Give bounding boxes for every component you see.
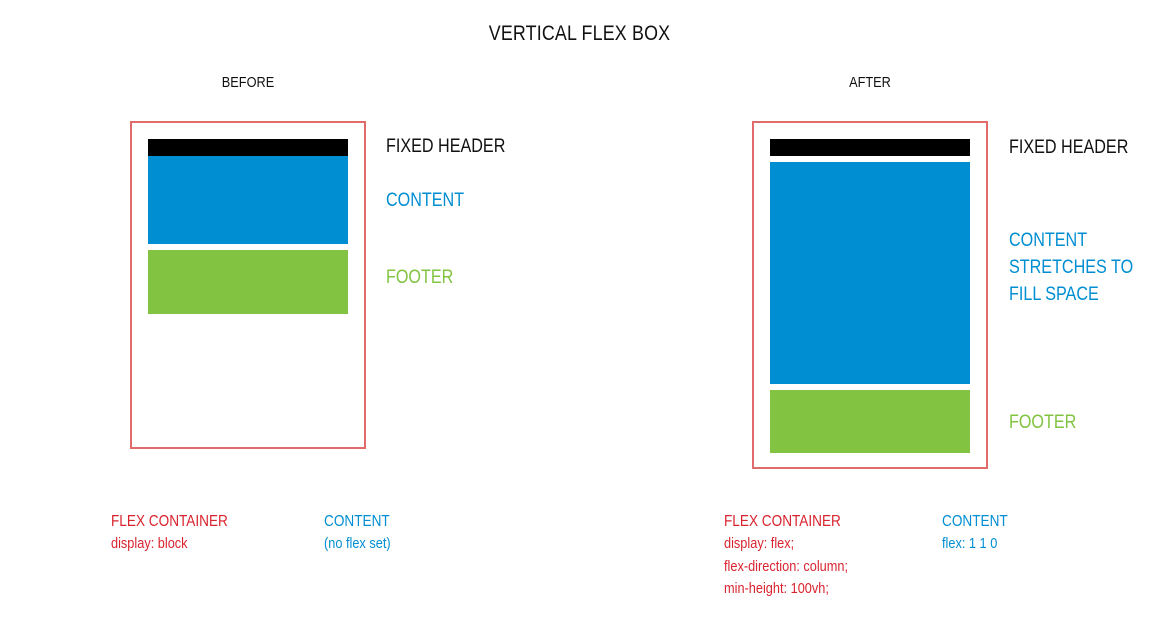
before-container-note-title: FLEX CONTAINER <box>111 513 228 530</box>
after-container-note: FLEX CONTAINER display: flex; flex-direc… <box>724 511 870 601</box>
before-content-note-line: (no flex set) <box>324 535 391 552</box>
after-container-note-line: display: flex; <box>724 535 795 552</box>
before-container-note-line: display: block <box>111 535 188 552</box>
after-content-label-line: FILL SPACE <box>1009 284 1099 305</box>
before-content-label: CONTENT <box>386 190 465 211</box>
before-heading: BEFORE <box>221 74 275 91</box>
after-content-label-line: STRETCHES TO <box>1009 257 1134 278</box>
after-container-note-title: FLEX CONTAINER <box>724 513 841 530</box>
after-content-label: CONTENT STRETCHES TO FILL SPACE <box>1009 227 1155 308</box>
before-content-block <box>148 156 348 244</box>
before-container-note: FLEX CONTAINER display: block <box>111 511 249 556</box>
after-footer-label: FOOTER <box>1009 412 1077 433</box>
before-fixed-header-block <box>148 139 348 156</box>
after-content-note-line: flex: 1 1 0 <box>942 535 998 552</box>
before-content-note: CONTENT (no flex set) <box>324 511 402 556</box>
after-content-note: CONTENT flex: 1 1 0 <box>942 511 1019 556</box>
after-heading: AFTER <box>849 74 891 91</box>
before-fixed-header-label: FIXED HEADER <box>386 136 506 157</box>
after-content-note-title: CONTENT <box>942 513 1008 530</box>
after-content-label-line: CONTENT <box>1009 230 1088 251</box>
after-fixed-header-block <box>770 139 970 156</box>
after-container-note-line: min-height: 100vh; <box>724 580 829 597</box>
before-content-note-title: CONTENT <box>324 513 390 530</box>
after-footer-block <box>770 390 970 453</box>
diagram-title: VERTICAL FLEX BOX <box>488 22 671 45</box>
after-container-note-line: flex-direction: column; <box>724 557 849 575</box>
before-footer-label: FOOTER <box>386 267 454 288</box>
after-content-block <box>770 162 970 384</box>
after-fixed-header-label: FIXED HEADER <box>1009 137 1129 158</box>
before-footer-block <box>148 250 348 314</box>
